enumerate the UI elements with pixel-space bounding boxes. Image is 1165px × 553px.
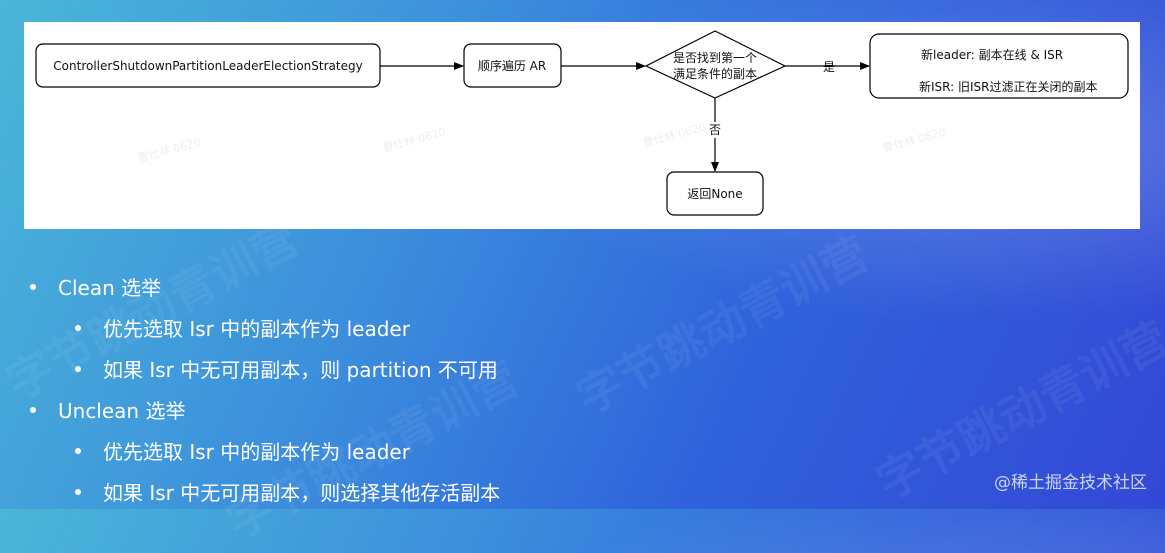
bullet-dot xyxy=(30,406,36,413)
panel-watermark: 曹仕林 0620 xyxy=(136,135,202,165)
site-watermark: @稀土掘金技术社区 xyxy=(994,473,1147,493)
background-watermark: 字节跳动青训营 xyxy=(567,226,878,426)
panel-watermark: 曹仕林 0620 xyxy=(381,125,447,155)
flowchart-svg: 曹仕林 0620 曹仕林 0620 曹仕林 0620 曹仕林 0620 Cont… xyxy=(35,30,1129,216)
decision-node-label-line1: 是否找到第一个 xyxy=(673,51,757,65)
none-node xyxy=(666,171,764,216)
result-node-label-line2: 新ISR: 旧ISR过滤正在关闭的副本 xyxy=(919,79,1097,94)
bullet-dot xyxy=(75,447,81,454)
edge-no-label-bg xyxy=(708,122,722,138)
result-node-label-line1: 新leader: 副本在线 & ISR xyxy=(921,47,1063,62)
bullet-dot xyxy=(75,365,81,372)
bullet-dot xyxy=(75,488,81,495)
unclean-election-rule-2: 如果 Isr 中无可用副本，则选择其他存活副本 xyxy=(103,481,501,505)
list-item: 优先选取 Isr 中的副本作为 leader xyxy=(75,313,410,342)
clean-election-rule-1: 优先选取 Isr 中的副本作为 leader xyxy=(103,317,410,341)
panel-watermark: 曹仕林 0620 xyxy=(881,125,947,155)
none-node-label: 返回None xyxy=(687,187,742,201)
list-item: Unclean 选举 xyxy=(30,395,185,424)
clean-election-rule-2: 如果 Isr 中无可用副本，则 partition 不可用 xyxy=(103,358,498,382)
panel-watermark: 曹仕林 0620 xyxy=(641,120,707,150)
strategy-node-label: ControllerShutdownPartitionLeaderElectio… xyxy=(53,59,362,73)
decision-node-label-line2: 满足条件的副本 xyxy=(673,66,757,81)
edge-yes-label: 是 xyxy=(823,60,835,74)
unclean-election-rule-1: 优先选取 Isr 中的副本作为 leader xyxy=(103,440,410,464)
traverse-node-label: 顺序遍历 AR xyxy=(478,58,546,73)
list-item: Clean 选举 xyxy=(30,272,161,301)
edge-no-label: 否 xyxy=(709,123,721,137)
unclean-election-title: Unclean 选举 xyxy=(58,399,186,423)
flowchart-panel: 曹仕林 0620 曹仕林 0620 曹仕林 0620 曹仕林 0620 Cont… xyxy=(24,22,1140,229)
clean-election-title: Clean 选举 xyxy=(58,276,162,300)
list-item: 如果 Isr 中无可用副本，则 partition 不可用 xyxy=(75,354,498,383)
result-node xyxy=(869,33,1129,99)
list-item: 如果 Isr 中无可用副本，则选择其他存活副本 xyxy=(75,477,500,506)
bullet-dot xyxy=(30,283,36,290)
bullet-dot xyxy=(75,324,81,331)
list-item: 优先选取 Isr 中的副本作为 leader xyxy=(75,436,410,465)
